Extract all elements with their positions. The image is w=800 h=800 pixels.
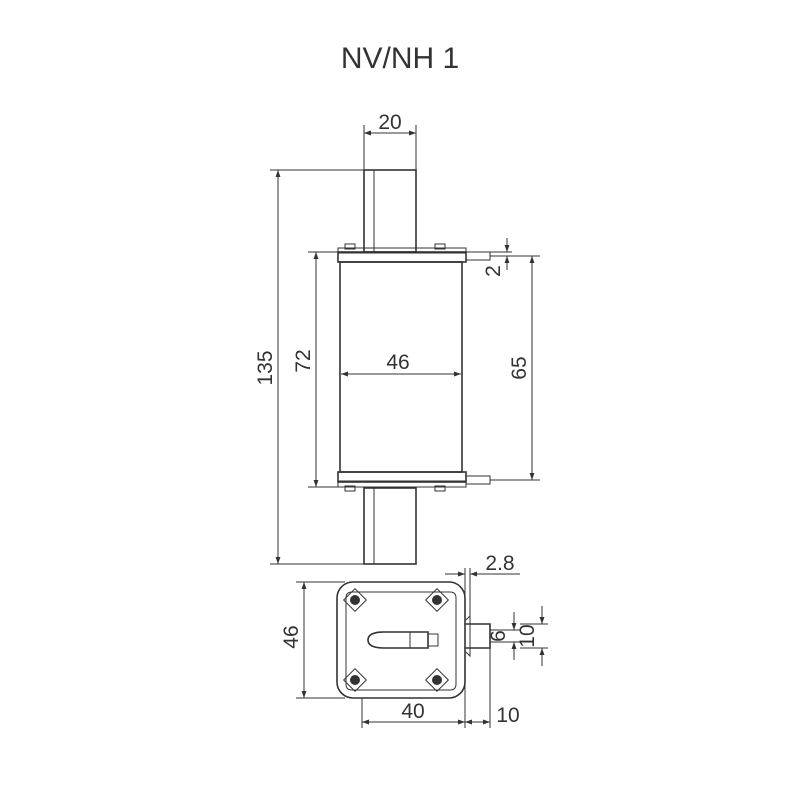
top-plate: [337, 247, 467, 254]
dim-tab-width: 6: [487, 612, 520, 660]
dim-label-46-base: 46: [280, 625, 303, 648]
bottom-view: [336, 581, 491, 699]
dim-label-72: 72: [292, 349, 315, 372]
dim-label-135: 135: [254, 350, 277, 385]
base-plate: [336, 581, 466, 699]
dim-label-65: 65: [508, 356, 531, 379]
dim-tab-depth: 10: [516, 606, 548, 666]
contact-tab-notch: [465, 614, 471, 658]
indicator-slot: [367, 631, 429, 649]
dim-contact-offset: 2: [482, 238, 512, 277]
dim-tab-length: 10: [465, 648, 520, 728]
screw: [342, 587, 368, 613]
front-view: [337, 169, 491, 565]
fuse-body: [339, 261, 463, 473]
rivet: [434, 243, 446, 250]
rivet: [344, 485, 356, 492]
rivet: [344, 243, 356, 250]
lower-blade: [363, 487, 417, 565]
drawing-title: NV/NH 1: [340, 42, 460, 75]
dim-label-2-8: 2.8: [485, 552, 514, 575]
dim-body-width: 46: [341, 351, 461, 377]
contact-tab: [465, 623, 491, 649]
indicator-tab-bottom: [466, 475, 491, 485]
dim-contact-height: 65: [490, 255, 540, 481]
dim-label-46: 46: [386, 351, 409, 374]
dim-label-2: 2: [482, 265, 505, 277]
dim-label-40: 40: [401, 700, 424, 723]
dim-tab-thickness: 2.8: [445, 552, 520, 624]
rivet: [434, 485, 446, 492]
dim-body-height: 72: [292, 251, 338, 488]
dim-blade-width: 20: [363, 111, 417, 170]
dim-base-width: 40: [361, 660, 466, 728]
screw: [342, 667, 368, 693]
upper-blade: [363, 169, 417, 253]
dim-label-10-vertical: 10: [516, 624, 539, 647]
screw: [424, 587, 450, 613]
dim-label-6: 6: [487, 630, 510, 642]
base-inner-outline: [345, 591, 457, 691]
dim-base-height: 46: [280, 581, 345, 699]
dim-label-10-horizontal: 10: [496, 704, 519, 727]
screw: [424, 667, 450, 693]
indicator-tab-top: [466, 251, 491, 261]
dim-label-20: 20: [378, 111, 401, 134]
dim-total-height: 135: [254, 169, 364, 565]
